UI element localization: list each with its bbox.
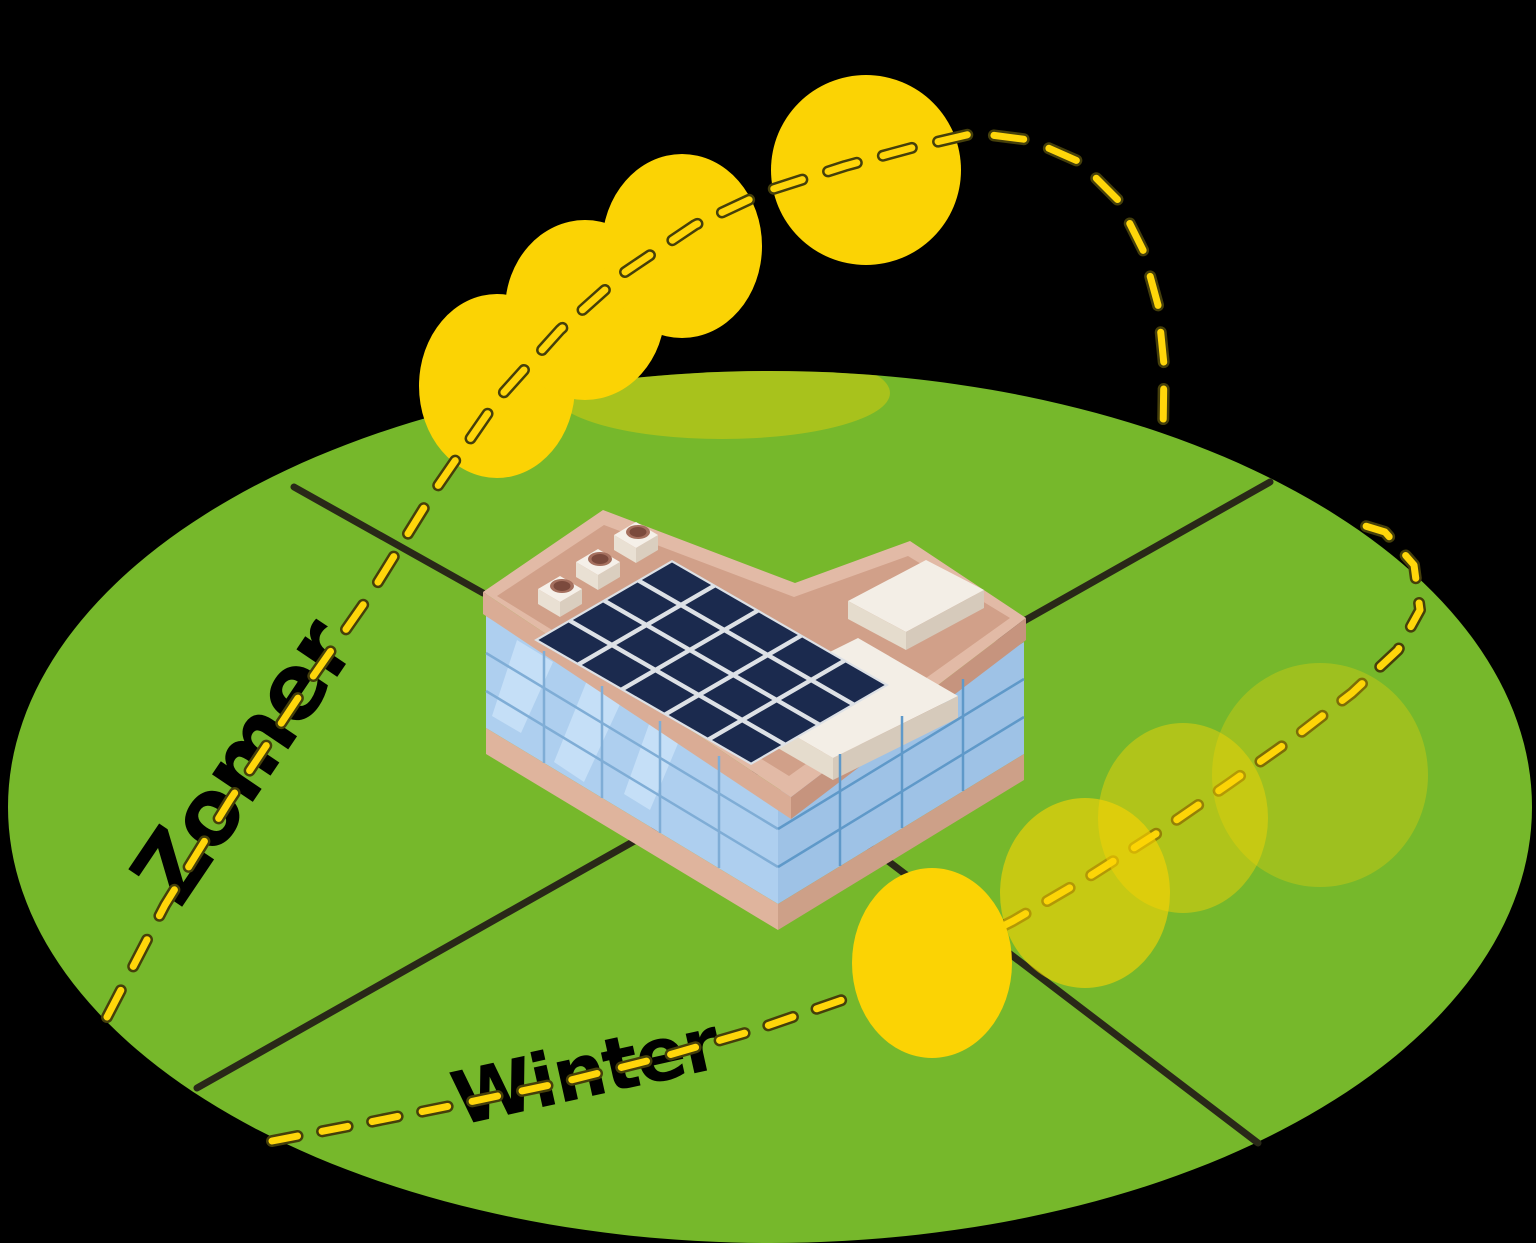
vent-hole — [553, 581, 571, 591]
solar-panel-cell — [659, 652, 729, 693]
glass-streak — [492, 640, 553, 733]
solar-panel-cell — [625, 672, 695, 713]
summer-sun-path — [103, 129, 1168, 1021]
solar-panel-cell — [581, 647, 652, 688]
solar-panel-cell — [685, 587, 755, 628]
summer-sun-track — [101, 75, 1170, 1023]
summer-sun — [602, 154, 762, 338]
solar-panel-cell — [641, 562, 712, 603]
hvac-unit-right — [906, 590, 984, 650]
hvac-unit-left — [848, 601, 906, 650]
hvac-unit-top — [848, 560, 984, 632]
vent-box-right — [636, 535, 658, 563]
solar-panel-cell — [712, 722, 782, 763]
solar-panel-cell — [728, 612, 798, 653]
solar-panel-cell — [650, 607, 720, 648]
window-mullion — [777, 677, 1025, 831]
solar-panel-cell — [703, 677, 773, 718]
solar-panel-cell — [668, 697, 738, 738]
glass-streak — [554, 678, 622, 782]
winter-sun — [1000, 798, 1170, 988]
plinth-left — [486, 728, 778, 930]
vent-box-right — [560, 589, 582, 617]
office-building — [483, 510, 1026, 930]
solar-panel-cell — [737, 657, 807, 698]
window-mullion — [777, 715, 1025, 869]
window-mullion — [485, 689, 779, 869]
solar-panel-cell — [694, 632, 764, 673]
solar-panel-cell — [815, 662, 885, 703]
vent-box-left — [614, 535, 636, 563]
solar-panel-cell — [607, 582, 677, 623]
solar-panel-cell — [538, 622, 608, 663]
hvac-unit-right — [833, 696, 958, 780]
solar-panel-cell — [772, 637, 842, 678]
vent-hole — [629, 527, 647, 537]
winter-sun — [1212, 663, 1428, 887]
solar-panel-cell — [746, 702, 816, 743]
window-mullion — [485, 651, 779, 831]
road-northwest — [290, 483, 487, 597]
solar-panel-cell — [780, 682, 851, 723]
solar-array-frame — [534, 560, 889, 765]
vent-box-left — [538, 589, 560, 617]
solar-panel-cell — [616, 627, 686, 668]
solar-panel-cell — [572, 602, 643, 643]
summer-sun — [771, 75, 961, 265]
glass-streak — [624, 716, 682, 810]
winter-sun — [852, 868, 1012, 1058]
winter-sun-track — [266, 515, 1428, 1147]
vent-box-right — [598, 562, 620, 590]
vent-hole — [591, 554, 609, 564]
horizon-sun-glow — [554, 371, 890, 439]
vent-box-left — [576, 562, 598, 590]
plinth-right — [778, 754, 1024, 930]
glass-wall-left — [486, 616, 778, 904]
